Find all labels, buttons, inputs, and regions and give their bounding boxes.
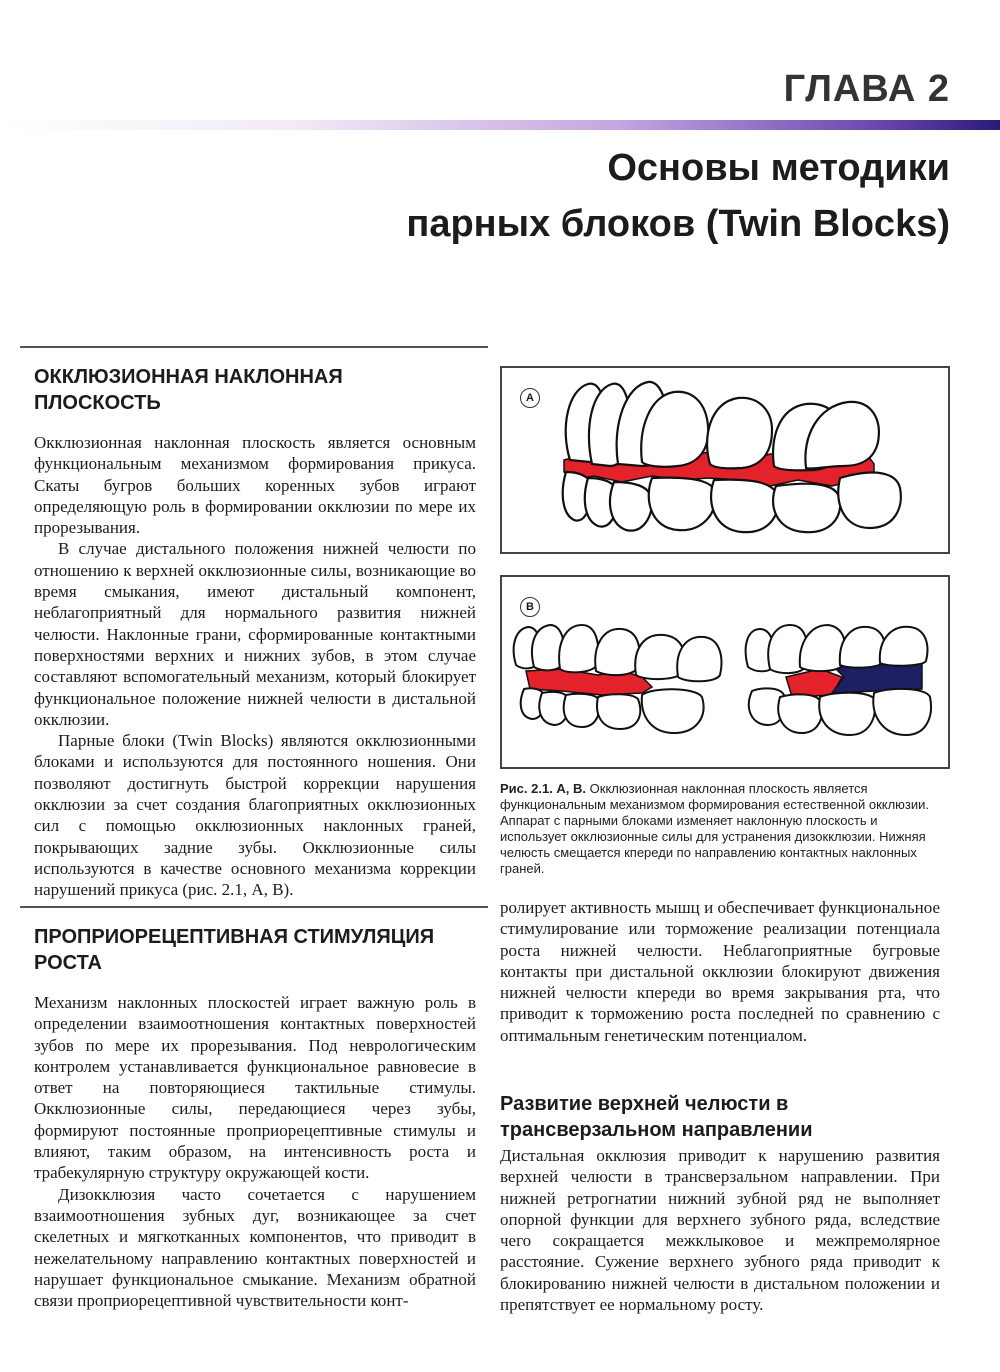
heading-line: роста (34, 952, 102, 974)
paragraph: Механизм наклонных плоскостей играет важ… (34, 993, 476, 1183)
title-line-2: парных блоков (Twin Blocks) (406, 203, 950, 245)
figure-label-b: B (520, 597, 540, 617)
chapter-label: ГЛАВА 2 (783, 68, 950, 110)
paragraph: Парные блоки (Twin Blocks) являются оккл… (34, 731, 476, 900)
section-heading-proprioceptive: Проприорецептивная стимуляция роста (34, 924, 484, 976)
caption-lead: Рис. 2.1. А, В. (500, 781, 587, 796)
header-gradient-rule (0, 120, 1000, 130)
paragraph: В случае дистального положения нижней че… (34, 539, 476, 729)
section-1-body: Окклюзионная наклонная плоскость являетс… (34, 432, 476, 901)
section-3-body: Дистальная окклюзия приводит к нарушению… (500, 1145, 940, 1315)
section-divider (20, 906, 488, 908)
figure-caption: Рис. 2.1. А, В. Окклюзионная наклонная п… (500, 781, 930, 877)
right-column-continuation: ролирует активность мышц и обеспечивает … (500, 897, 940, 1046)
paragraph: Дистальная окклюзия приводит к нарушению… (500, 1146, 940, 1315)
section-divider (20, 346, 488, 348)
heading-line: Проприорецептивная стимуляция (34, 926, 435, 948)
title-line-1: Основы методики (607, 147, 950, 189)
paragraph: ролирует активность мышц и обеспечивает … (500, 898, 940, 1045)
section-2-body: Механизм наклонных плоскостей играет важ… (34, 992, 476, 1311)
caption-text: Окклюзионная наклонная плоскость являетс… (500, 781, 930, 876)
heading-line: Окклюзионная наклонная (34, 366, 343, 388)
heading-line: Развитие верхней челюсти в (500, 1093, 789, 1115)
figure-label-a: A (520, 388, 540, 408)
section-heading-maxilla: Развитие верхней челюсти в трансверзальн… (500, 1091, 945, 1143)
figure-2-1-b: B (500, 575, 950, 769)
paragraph: Дизокклюзия часто сочетается с нарушение… (34, 1184, 476, 1311)
teeth-illustration-a (561, 380, 902, 534)
paragraph: Окклюзионная наклонная плоскость являетс… (34, 433, 476, 538)
heading-line: плоскость (34, 392, 161, 414)
page-title: Основы методики парных блоков (Twin Bloc… (406, 140, 950, 252)
section-heading-occlusal-plane: Окклюзионная наклонная плоскость (34, 364, 484, 416)
figure-2-1-a: A (500, 366, 950, 554)
teeth-illustration-b (512, 623, 932, 737)
heading-line: трансверзальном направлении (500, 1119, 813, 1141)
